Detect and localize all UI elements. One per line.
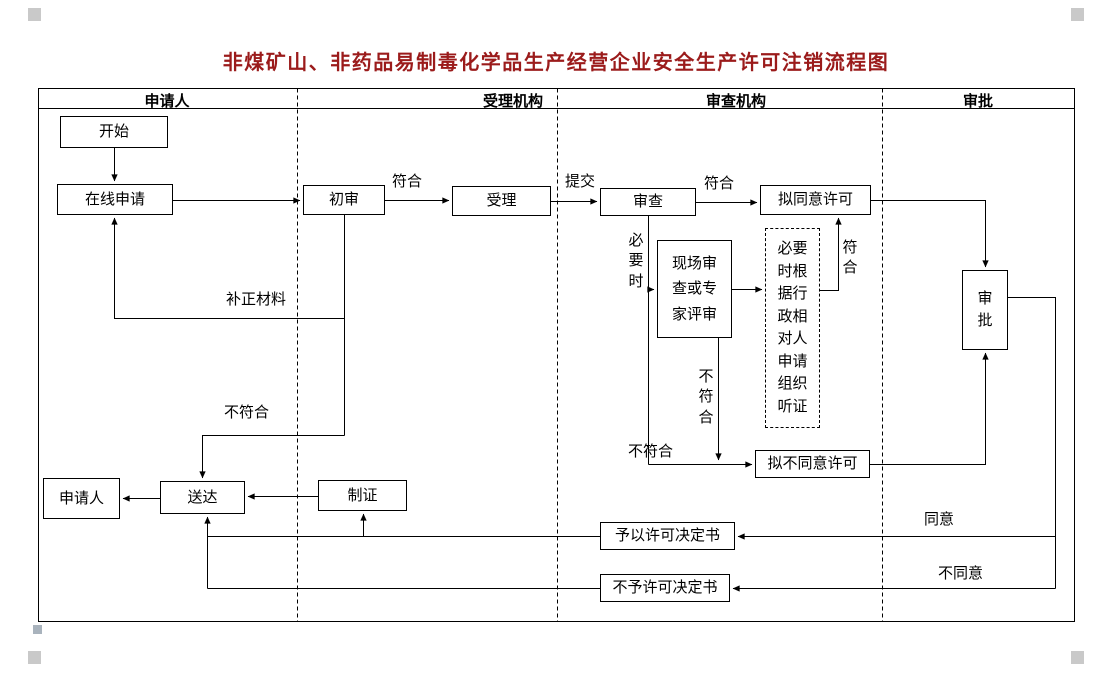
node-applicant-end: 申请人 [43,478,120,519]
node-make-certificate: 制证 [318,480,407,511]
edge-label-supplement-materials: 补正材料 [226,291,287,308]
edge-label-conform-hearing: 符合 [842,239,858,277]
lane-header-review-agency: 审查机构 [705,93,767,110]
edge-label-conform-review: 符合 [704,175,735,192]
arrow-hearing-conform-to-propose-approve [820,217,842,291]
arrow-review-when-necessary-to-onsite [647,216,655,465]
page-title: 非煤矿山、非药品易制毒化学品生产经营企业安全生产许可注销流程图 [222,52,890,74]
edge-label-not-conform-onsite: 不符合 [698,368,714,426]
node-hearing-label: 必要时根据行政相对人申请组织听证 [777,240,808,415]
arrow-preliminary-not-conform-to-deliver [199,435,345,479]
node-preliminary-review: 初审 [303,185,385,215]
page-corner-mark-top-left [28,8,41,21]
lane-header-approval: 审批 [962,93,994,110]
node-online-application: 在线申请 [57,184,173,215]
page-corner-mark-bottom-left [28,651,41,664]
line-approval-decision-trunk [1008,297,1056,589]
edge-label-not-conform-initial: 不符合 [224,404,270,421]
node-onsite-review: 现场审查或专家评审 [657,240,732,338]
node-propose-approve: 拟同意许可 [760,185,871,215]
node-approval-label: 审批 [977,289,993,330]
node-review: 审查 [600,188,696,216]
edge-label-disagree: 不同意 [938,565,984,582]
node-onsite-review-label: 现场审查或专家评审 [671,254,717,323]
node-start: 开始 [60,116,168,148]
edge-label-not-conform-review: 不符合 [628,443,674,460]
node-propose-deny: 拟不同意许可 [755,450,870,478]
arrow-grant-decision-to-make-certificate [207,513,600,537]
arrow-deny-decision-to-deliver [204,516,600,589]
node-grant-decision: 予以许可决定书 [600,522,735,550]
node-approval: 审批 [962,270,1008,350]
node-hearing: 必要时根据行政相对人申请组织听证 [765,228,820,428]
edge-label-when-necessary: 必要时 [628,232,644,290]
table-frame [38,88,1075,622]
node-accept: 受理 [452,186,551,216]
page-corner-mark-top-right [1071,8,1084,21]
lane-header-applicant: 申请人 [144,93,190,110]
arrow-supplement-materials-return [111,215,345,436]
edge-label-submit: 提交 [565,173,596,190]
node-deny-decision: 不予许可决定书 [600,574,730,602]
arrow-propose-deny-to-approval [870,352,989,465]
table-resize-handle [33,625,42,634]
node-deliver: 送达 [160,481,245,514]
edge-label-conform-initial: 符合 [392,173,423,190]
edge-label-agree: 同意 [924,511,955,528]
lane-header-accepting-agency: 受理机构 [482,93,544,110]
arrow-propose-approve-to-approval [871,200,989,268]
page-corner-mark-bottom-right [1071,651,1084,664]
